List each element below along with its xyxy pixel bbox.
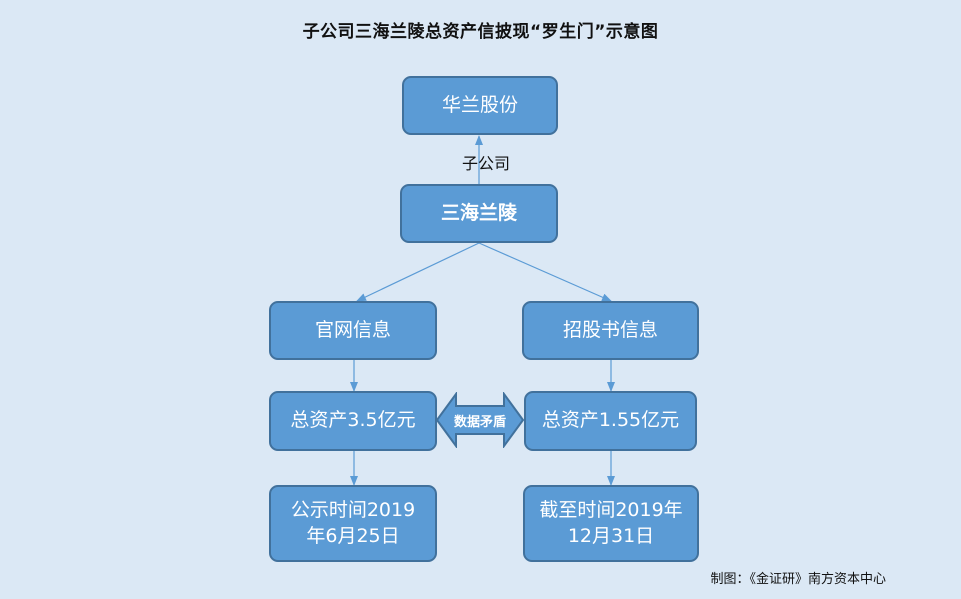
node-website-info: 官网信息: [269, 301, 437, 360]
node-prospectus-info: 招股书信息: [522, 301, 699, 360]
node-subsidiary: 三海兰陵: [400, 184, 558, 243]
node-date-website: 公示时间2019 年6月25日: [269, 485, 437, 562]
node-parent-company: 华兰股份: [402, 76, 558, 135]
node-assets-prospectus: 总资产1.55亿元: [524, 391, 697, 451]
conflict-double-arrow: [436, 392, 524, 448]
edge-label-subsidiary: 子公司: [462, 154, 511, 173]
diagram-title: 子公司三海兰陵总资产信披现“罗生门”示意图: [302, 22, 659, 42]
node-assets-website: 总资产3.5亿元: [269, 391, 437, 451]
edge-subsidiary-to-website: [356, 242, 480, 302]
conflict-label: 数据矛盾: [453, 414, 506, 430]
source-credit: 制图：《金证研》南方资本中心: [710, 572, 886, 587]
node-date-prospectus: 截至时间2019年 12月31日: [523, 485, 699, 562]
edge-subsidiary-to-prospectus: [478, 242, 612, 302]
